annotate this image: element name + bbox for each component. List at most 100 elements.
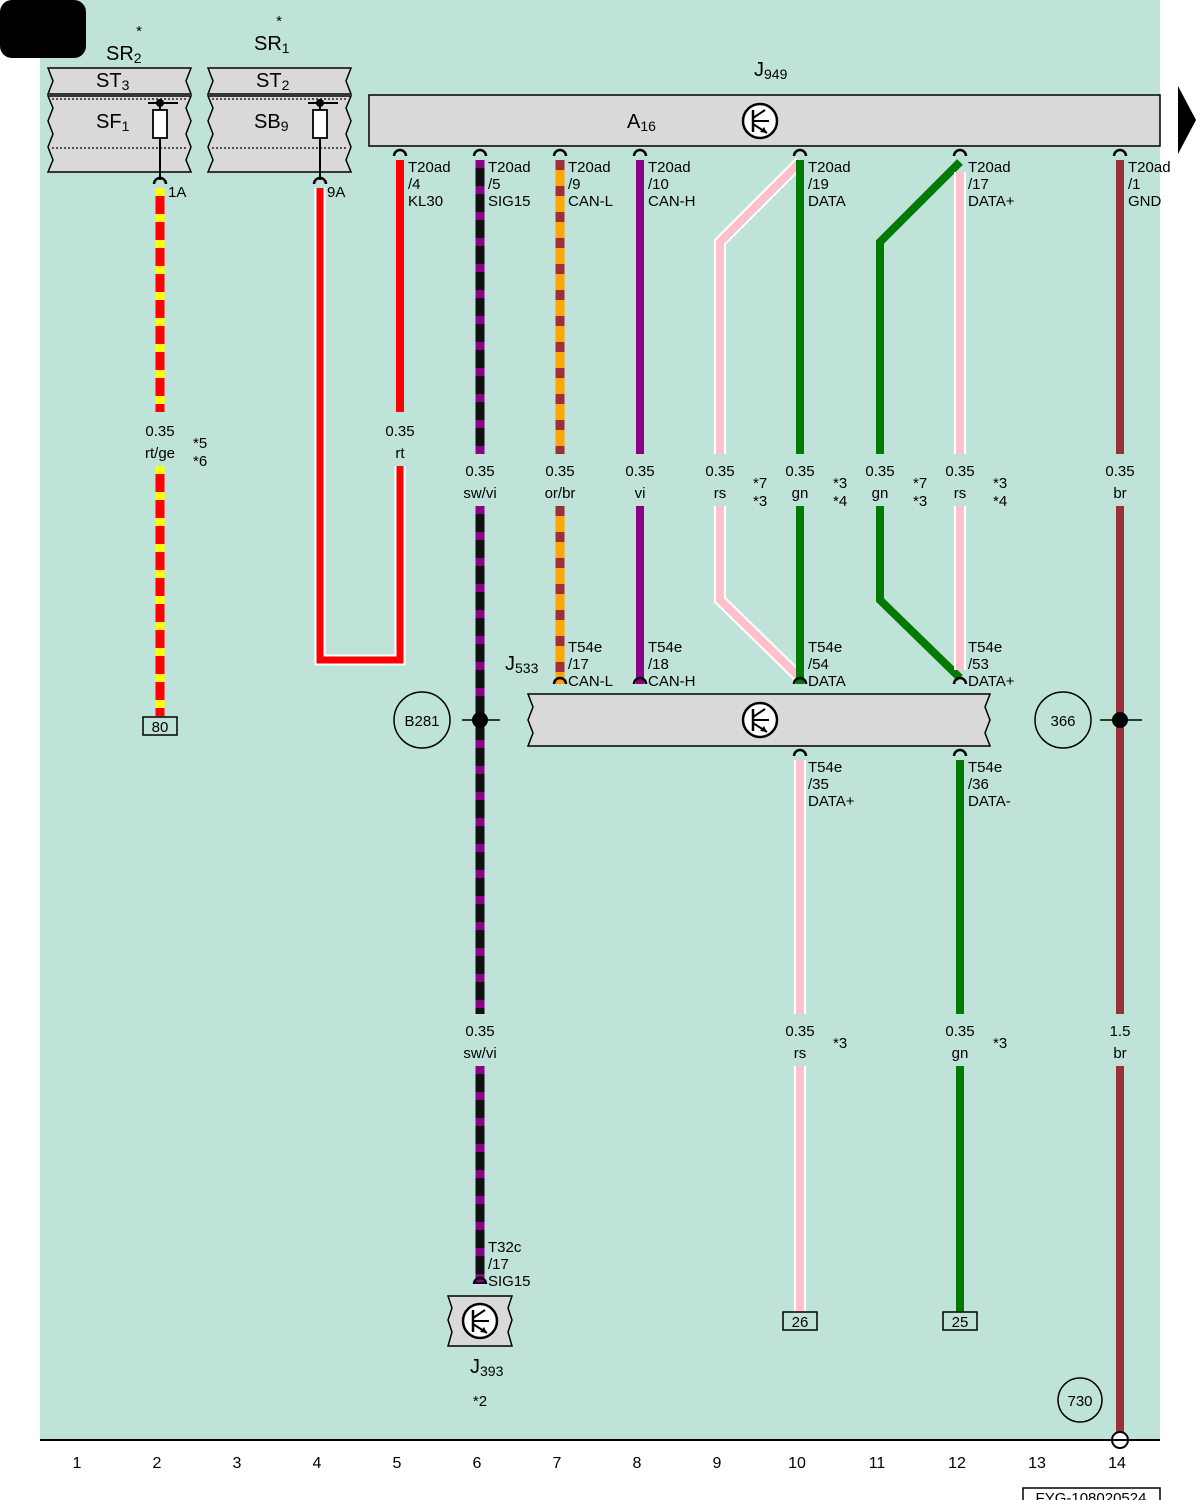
svg-text:or/br: or/br [545, 485, 576, 502]
wire-label-w9: 0.35 rs *7 *3 [705, 463, 767, 510]
a16-label: A16 [627, 111, 656, 134]
column-number: 9 [713, 1455, 722, 1472]
svg-text:/19: /19 [808, 176, 829, 193]
control-unit-icon [741, 102, 779, 140]
svg-text:*3: *3 [833, 475, 847, 492]
svg-text:DATA+: DATA+ [968, 673, 1015, 690]
pin-label-p14: T20ad /1 GND [1128, 159, 1171, 210]
svg-text:SIG15: SIG15 [488, 1273, 531, 1290]
sr1-label: SR1 [254, 33, 290, 56]
st3-label: ST3 [96, 70, 130, 93]
pin-label-sf1: 1A [168, 184, 186, 201]
svg-text:DATA: DATA [808, 673, 846, 690]
svg-text:/10: /10 [648, 176, 669, 193]
j393-label: J393 [470, 1356, 504, 1379]
column-number: 5 [393, 1455, 402, 1472]
svg-text:SIG15: SIG15 [488, 193, 531, 210]
column-number: 7 [553, 1455, 562, 1472]
wire-label-w12b: 0.35 gn *3 [945, 1023, 1007, 1062]
svg-text:0.35: 0.35 [145, 423, 174, 440]
j393-note: *2 [473, 1393, 487, 1410]
sr2-label: SR2 [106, 43, 142, 66]
wire-label-w8: 0.35 vi [625, 463, 654, 502]
svg-text:/36: /36 [968, 776, 989, 793]
ref-26: 26 [792, 1314, 809, 1331]
splice-366 [1112, 712, 1128, 728]
fuse-holder-sr1: * SR1 ST2 SB9 [206, 13, 353, 180]
column-number: 2 [153, 1455, 162, 1472]
svg-text:0.35: 0.35 [625, 463, 654, 480]
svg-text:CAN-L: CAN-L [568, 673, 613, 690]
svg-text:GND: GND [1128, 193, 1162, 210]
svg-text:T20ad: T20ad [808, 159, 851, 176]
sb9-label: SB9 [254, 111, 289, 134]
pin-label-j533-10: T54e /54 DATA [808, 639, 846, 690]
wire-label-w6: 0.35 sw/vi [463, 463, 496, 502]
svg-text:*4: *4 [993, 493, 1007, 510]
pin-label-p8: T20ad /10 CAN-H [648, 159, 696, 210]
svg-text:*3: *3 [753, 493, 767, 510]
pin-label-p7: T20ad /9 CAN-L [568, 159, 613, 210]
ref-25: 25 [952, 1314, 969, 1331]
svg-text:/53: /53 [968, 656, 989, 673]
column-number: 8 [633, 1455, 642, 1472]
pin-label-j393: T32c /17 SIG15 [488, 1239, 531, 1290]
svg-text:0.35: 0.35 [465, 1023, 494, 1040]
wire-label-w7: 0.35 or/br [545, 463, 576, 502]
svg-text:/17: /17 [568, 656, 589, 673]
svg-text:DATA+: DATA+ [968, 193, 1015, 210]
pin-label-p12: T20ad /17 DATA+ [968, 159, 1015, 210]
svg-text:/18: /18 [648, 656, 669, 673]
svg-text:0.35: 0.35 [785, 1023, 814, 1040]
svg-text:sw/vi: sw/vi [463, 1045, 496, 1062]
svg-text:T32c: T32c [488, 1239, 522, 1256]
svg-text:0.35: 0.35 [785, 463, 814, 480]
svg-text:gn: gn [792, 485, 809, 502]
svg-text:rs: rs [794, 1045, 807, 1062]
column-number: 3 [233, 1455, 242, 1472]
svg-text:gn: gn [952, 1045, 969, 1062]
svg-text:/54: /54 [808, 656, 829, 673]
ref-80: 80 [152, 719, 169, 736]
pin-label-p5: T20ad /4 KL30 [408, 159, 451, 210]
svg-text:T20ad: T20ad [968, 159, 1011, 176]
wire-label-w12: 0.35 rs *3 *4 [945, 463, 1007, 510]
pin-label-j533-12: T54e /53 DATA+ [968, 639, 1015, 690]
pin-label-p10: T20ad /19 DATA [808, 159, 851, 210]
svg-text:*3: *3 [913, 493, 927, 510]
svg-text:T20ad: T20ad [648, 159, 691, 176]
svg-text:br: br [1113, 1045, 1126, 1062]
svg-text:T54e: T54e [808, 639, 842, 656]
svg-text:*3: *3 [833, 1035, 847, 1052]
st2-label: ST2 [256, 70, 290, 93]
control-unit-icon [741, 701, 779, 739]
column-number: 13 [1028, 1455, 1046, 1472]
fuse-icon [148, 99, 178, 180]
svg-text:0.35: 0.35 [705, 463, 734, 480]
svg-text:0.35: 0.35 [945, 1023, 974, 1040]
svg-text:T20ad: T20ad [408, 159, 451, 176]
svg-text:0.35: 0.35 [465, 463, 494, 480]
fuse-icon [308, 99, 338, 180]
wire-label-w2: 0.35 rt/ge *5 *6 [145, 423, 207, 470]
wire-label-w10b: 0.35 rs *3 [785, 1023, 847, 1062]
column-number: 11 [869, 1455, 886, 1472]
svg-text:T20ad: T20ad [488, 159, 531, 176]
column-number: 10 [788, 1455, 806, 1472]
wire-gn-11 [876, 159, 963, 681]
svg-text:/9: /9 [568, 176, 581, 193]
svg-text:0.35: 0.35 [865, 463, 894, 480]
svg-text:T20ad: T20ad [1128, 159, 1171, 176]
j533-label: J533 [505, 653, 539, 676]
svg-text:T54e: T54e [968, 639, 1002, 656]
control-unit-icon [461, 1302, 499, 1340]
svg-text:/17: /17 [488, 1256, 509, 1273]
wire-label-w14: 0.35 br [1105, 463, 1134, 502]
svg-text:rt/ge: rt/ge [145, 445, 175, 462]
svg-text:T54e: T54e [968, 759, 1002, 776]
svg-text:/4: /4 [408, 176, 421, 193]
svg-text:*7: *7 [753, 475, 767, 492]
svg-text:/35: /35 [808, 776, 829, 793]
